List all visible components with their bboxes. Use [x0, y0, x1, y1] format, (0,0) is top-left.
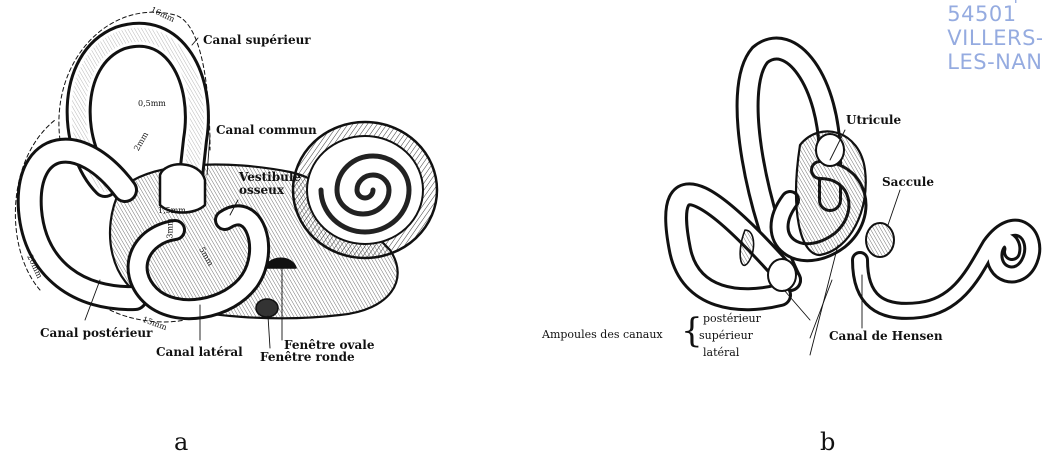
label-utricule: Utricule: [846, 114, 901, 127]
panel-label-a: a: [174, 428, 188, 456]
label-saccule: Saccule: [882, 176, 934, 189]
fenetre-ronde-shape: [256, 299, 278, 317]
label-canal-hensen: Canal de Hensen: [829, 330, 943, 343]
label-lateral-b: latéral: [703, 346, 739, 359]
label-superieur: supérieur: [699, 329, 753, 342]
label-fenetre-ronde: Fenêtre ronde: [260, 351, 355, 364]
cochlea-a: [293, 122, 437, 258]
measure-3mm: 3mm: [166, 218, 175, 238]
label-canal-superieur: Canal supérieur: [203, 34, 311, 47]
saccule-shape: [866, 223, 894, 257]
label-posterieur: postérieur: [703, 312, 761, 325]
panel-label-b: b: [820, 428, 835, 456]
panel-a-drawing: [15, 12, 437, 348]
panel-b-drawing: [676, 49, 1032, 355]
label-vestibule-osseux-2: osseux: [239, 184, 284, 197]
measure-0-5mm: 0,5mm: [138, 99, 166, 108]
label-canal-lateral: Canal latéral: [156, 346, 243, 359]
label-canal-posterieur: Canal postérieur: [40, 327, 152, 340]
label-ampoules: Ampoules des canaux: [542, 328, 663, 341]
label-canal-commun: Canal commun: [216, 124, 317, 137]
measure-1-5mm: 1,5mm: [158, 206, 186, 215]
